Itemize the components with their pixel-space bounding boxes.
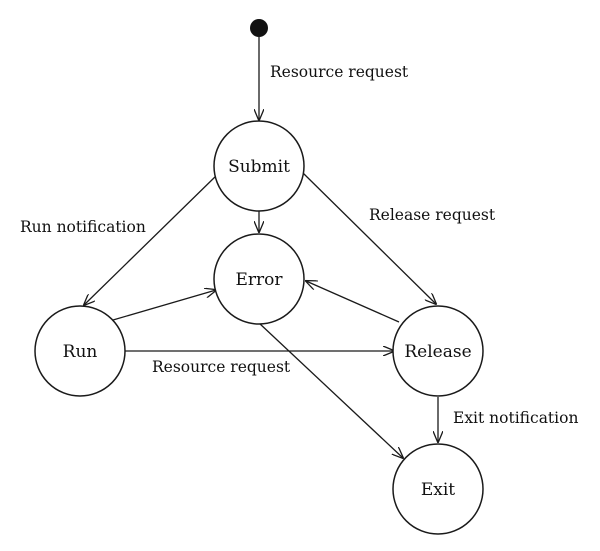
node-error-label: Error [235,270,283,290]
node-error: Error [213,233,305,325]
node-exit-label: Exit [421,480,455,500]
node-submit: Submit [213,120,305,212]
node-submit-label: Submit [228,157,290,177]
node-run: Run [34,305,126,397]
edge-run-to-error [112,290,216,321]
edge-label-release-to-exit: Exit notification [453,409,578,427]
node-exit: Exit [392,443,484,535]
node-run-label: Run [63,342,98,362]
node-release-label: Release [404,342,471,362]
edge-label-run-to-release: Resource request [152,358,291,376]
edge-error-to-exit [258,322,403,458]
start-point [250,19,268,37]
edge-submit-to-release [302,172,436,304]
edge-release-to-error [306,281,400,323]
edge-label-submit-to-run: Run notification [20,218,146,236]
node-release: Release [392,305,484,397]
edge-label-submit-to-release: Release request [369,206,496,224]
edge-label-start-to-submit: Resource request [270,63,409,81]
edge-submit-to-run [84,173,219,305]
